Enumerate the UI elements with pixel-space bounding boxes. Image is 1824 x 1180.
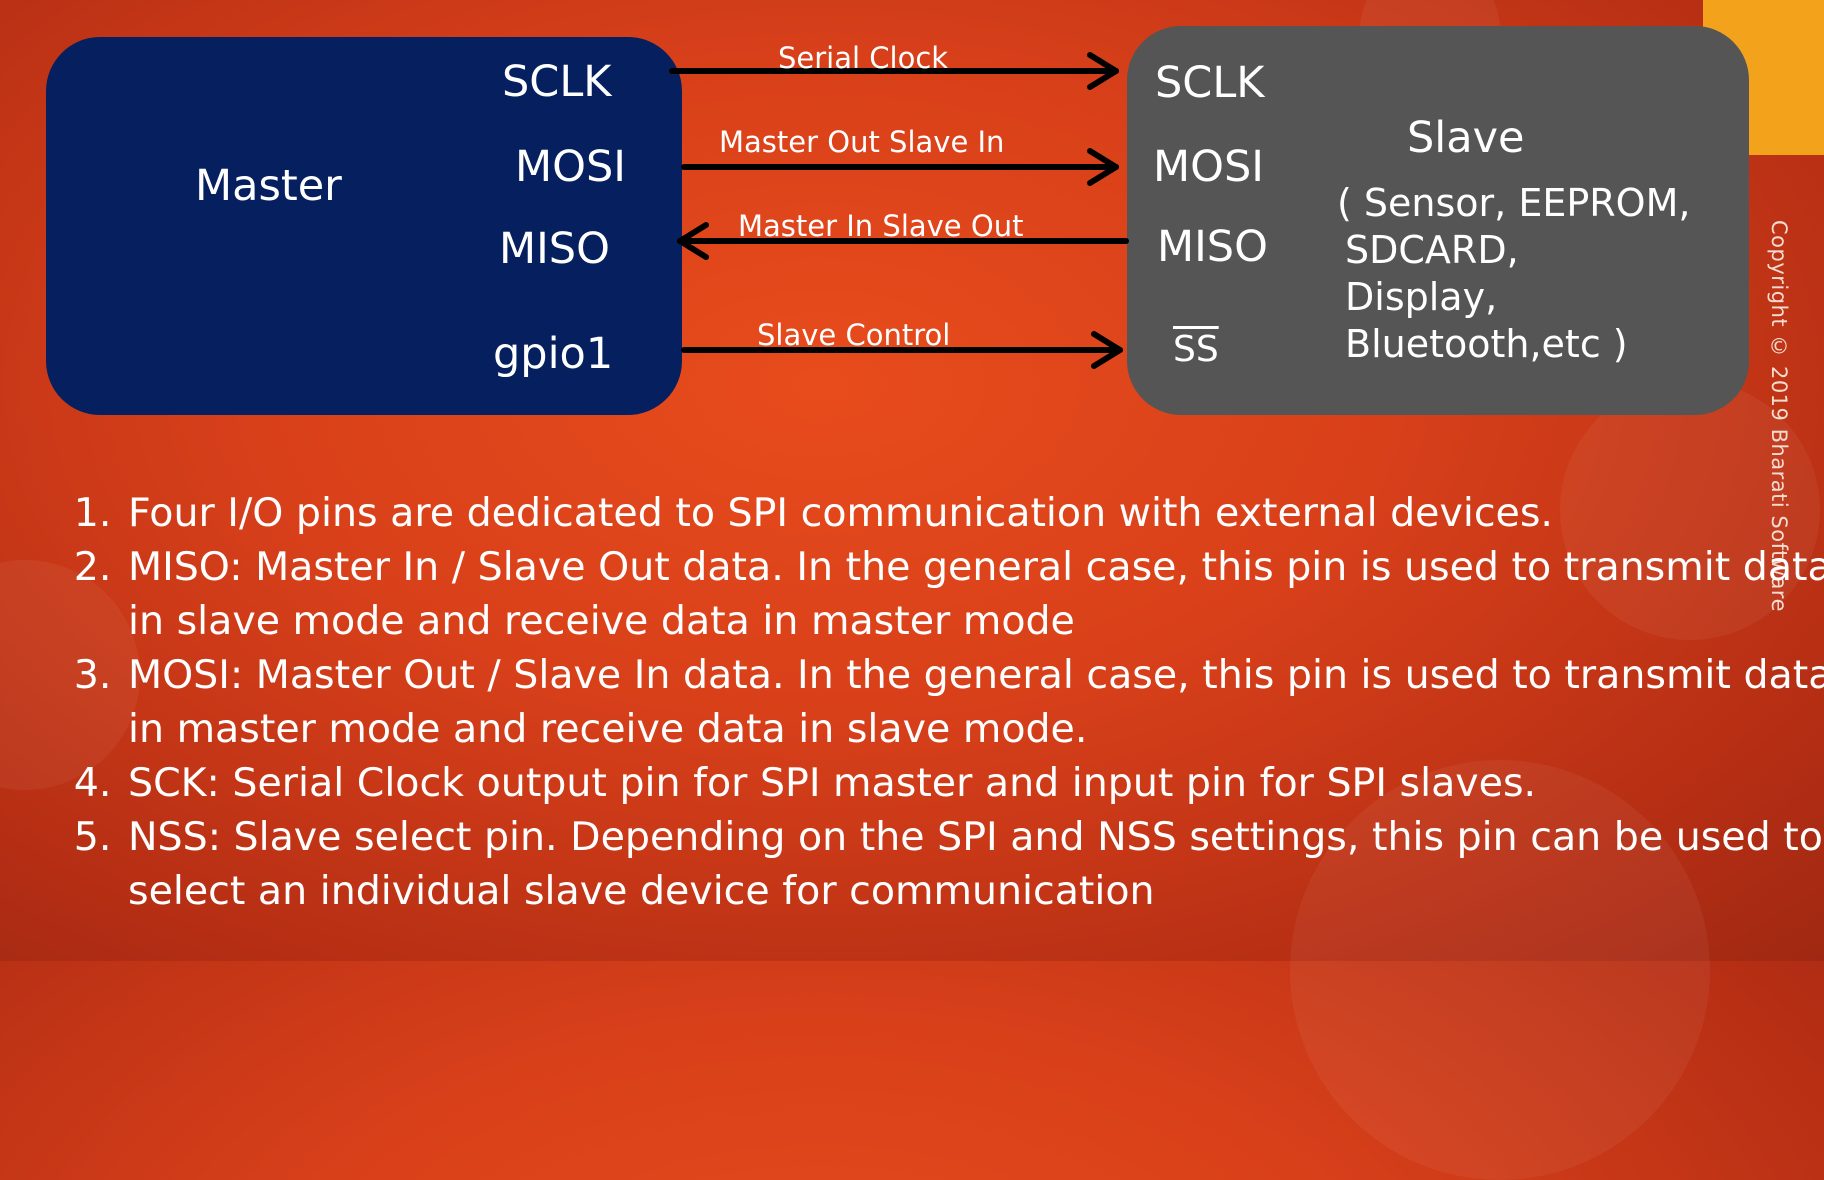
arrowhead-miso [677,222,709,260]
signal-arrows [669,52,1129,369]
slave-devices-line-2: SDCARD, [1345,228,1519,272]
signal-label-serial-clock: Serial Clock [778,41,949,75]
arrowhead-mosi [1087,148,1119,186]
list-item: NSS: Slave select pin. Depending on the … [124,810,1824,918]
master-pin-mosi: MOSI [515,142,626,192]
slave-devices-line-1: ( Sensor, EEPROM, [1337,181,1691,225]
list-item: MISO: Master In / Slave Out data. In the… [124,540,1824,648]
slave-pin-mosi: MOSI [1153,142,1264,192]
list-item: Four I/O pins are dedicated to SPI commu… [124,486,1824,540]
slave-devices-line-3: Display, [1345,275,1498,319]
arrowhead-sclk [1087,52,1119,90]
list-item: MOSI: Master Out / Slave In data. In the… [124,648,1824,756]
master-pin-gpio1: gpio1 [493,329,614,379]
master-box [46,37,682,415]
list-item: SCK: Serial Clock output pin for SPI mas… [124,756,1824,810]
slave-box [1127,26,1749,415]
slave-pin-ss: SS [1173,329,1219,370]
arrowhead-ss [1091,331,1123,369]
copyright-text: Copyright © 2019 Bharati Software [1767,220,1791,612]
signal-label-mosi: Master Out Slave In [719,125,1005,159]
slave-title: Slave [1407,113,1525,163]
pin-description-list: Four I/O pins are dedicated to SPI commu… [40,486,1824,918]
signal-label-slave-control: Slave Control [757,318,951,352]
background-bubble [1560,380,1820,640]
master-pin-miso: MISO [499,224,610,274]
slave-devices-line-4: Bluetooth,etc ) [1345,322,1628,366]
master-pin-sclk: SCLK [502,57,612,107]
slave-pin-miso: MISO [1157,222,1268,272]
signal-label-miso: Master In Slave Out [738,209,1024,243]
slave-pin-sclk: SCLK [1155,58,1265,108]
master-title: Master [195,161,342,211]
